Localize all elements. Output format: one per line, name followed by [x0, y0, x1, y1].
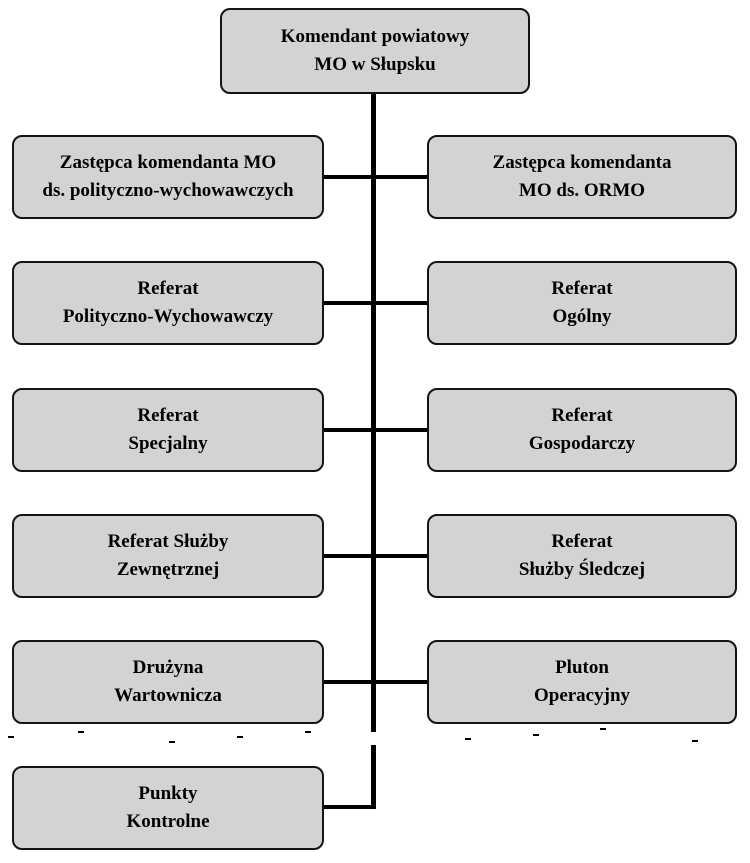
box-zastepca-polityczno-wychowawczy: Zastępca komendanta MO ds. polityczno-wy… [12, 135, 324, 219]
box-label-line1: Punkty [138, 783, 198, 804]
box-label-line1: Referat [137, 405, 199, 426]
box-label-line1: Referat Służby [107, 531, 229, 552]
box-label-line1: Zastępca komendanta [492, 152, 672, 173]
box-label-line1: Zastępca komendanta MO [59, 152, 277, 173]
box-label-line1: Referat [551, 531, 613, 552]
dash-mark [692, 740, 698, 742]
box-label-line2: Służby Śledczej [518, 559, 646, 580]
dash-mark [600, 728, 606, 730]
connector-row-5 [323, 680, 428, 684]
box-referat-specjalny: Referat Specjalny [12, 388, 324, 472]
box-label-line2: Kontrolne [126, 811, 210, 832]
dash-mark [8, 736, 14, 738]
box-label-line2: Zewnętrznej [116, 559, 220, 580]
box-druzyna-wartownicza: Drużyna Wartownicza [12, 640, 324, 724]
lower-vertical-connector [371, 745, 376, 807]
connector-bottom [323, 805, 376, 809]
box-pluton-operacyjny: Pluton Operacyjny [427, 640, 737, 724]
box-referat-sluzby-zewnetrznej: Referat Służby Zewnętrznej [12, 514, 324, 598]
dash-mark [169, 741, 175, 743]
connector-row-4 [323, 554, 428, 558]
dash-mark [237, 736, 243, 738]
box-label-line2: Polityczno-Wychowawczy [62, 306, 274, 327]
box-label-line2: MO ds. ORMO [518, 180, 646, 201]
box-label-line1: Referat [551, 278, 613, 299]
box-label-line2: Specjalny [128, 433, 208, 454]
dash-mark [305, 731, 311, 733]
box-punkty-kontrolne: Punkty Kontrolne [12, 766, 324, 850]
box-label-line1: Referat [551, 405, 613, 426]
box-label-line2: Operacyjny [533, 685, 631, 706]
box-label-line2: ds. polityczno-wychowawczych [42, 180, 294, 201]
connector-row-3 [323, 428, 428, 432]
box-komendant-powiatowy: Komendant powiatowy MO w Słupsku [220, 8, 530, 94]
box-label-line1: Pluton [555, 657, 609, 678]
connector-row-1 [323, 175, 428, 179]
box-label-line1: Komendant powiatowy [280, 26, 470, 47]
box-zastepca-ormo: Zastępca komendanta MO ds. ORMO [427, 135, 737, 219]
box-label-line1: Referat [137, 278, 199, 299]
box-referat-gospodarczy: Referat Gospodarczy [427, 388, 737, 472]
main-vertical-connector [371, 92, 376, 732]
box-referat-sluzby-sledczej: Referat Służby Śledczej [427, 514, 737, 598]
connector-row-2 [323, 301, 428, 305]
dash-mark [78, 731, 84, 733]
box-referat-ogolny: Referat Ogólny [427, 261, 737, 345]
box-label-line2: Ogólny [552, 306, 612, 327]
box-label-line2: Wartownicza [114, 685, 222, 706]
box-label-line2: Gospodarczy [528, 433, 636, 454]
box-label-line1: Drużyna [132, 657, 204, 678]
dash-mark [465, 738, 471, 740]
box-label-line2: MO w Słupsku [314, 54, 436, 75]
box-referat-polityczno-wychowawczy: Referat Polityczno-Wychowawczy [12, 261, 324, 345]
dash-mark [533, 734, 539, 736]
